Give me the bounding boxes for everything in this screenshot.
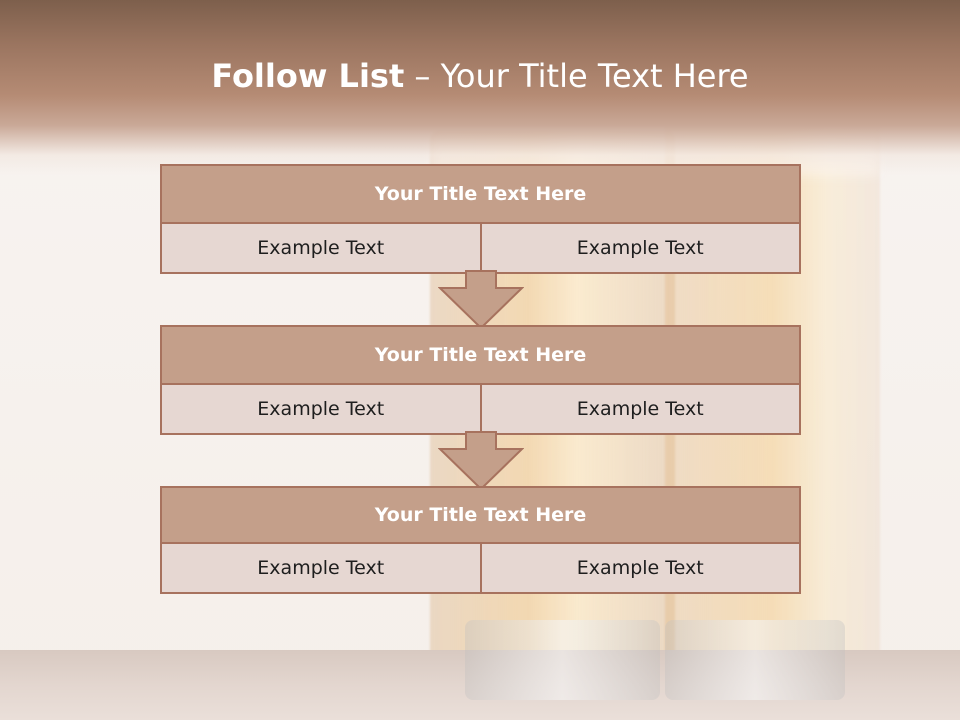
down-arrow-icon	[438, 431, 524, 491]
step-3-cell-left: Example Text	[162, 544, 480, 592]
step-title-2: Your Title Text Here	[162, 327, 799, 385]
step-block-2: Your Title Text Here Example Text Exampl…	[160, 325, 801, 435]
step-2-cell-left: Example Text	[162, 385, 480, 433]
slide-title: Follow List – Your Title Text Here	[0, 53, 960, 103]
step-2-cell-right: Example Text	[479, 385, 799, 433]
step-row-1: Example Text Example Text	[162, 224, 799, 272]
step-block-1: Your Title Text Here Example Text Exampl…	[160, 164, 801, 274]
slide-title-bold: Follow List	[211, 57, 405, 95]
step-title-3: Your Title Text Here	[162, 488, 799, 544]
step-title-1: Your Title Text Here	[162, 166, 799, 224]
header-band	[0, 0, 960, 175]
glass-base-left	[465, 620, 660, 700]
step-row-3: Example Text Example Text	[162, 544, 799, 592]
slide-title-rest: – Your Title Text Here	[404, 57, 749, 95]
step-row-2: Example Text Example Text	[162, 385, 799, 433]
step-block-3: Your Title Text Here Example Text Exampl…	[160, 486, 801, 594]
down-arrow-icon	[438, 270, 524, 330]
glass-base-right	[665, 620, 845, 700]
step-3-cell-right: Example Text	[479, 544, 799, 592]
step-1-cell-right: Example Text	[479, 224, 799, 272]
step-1-cell-left: Example Text	[162, 224, 480, 272]
